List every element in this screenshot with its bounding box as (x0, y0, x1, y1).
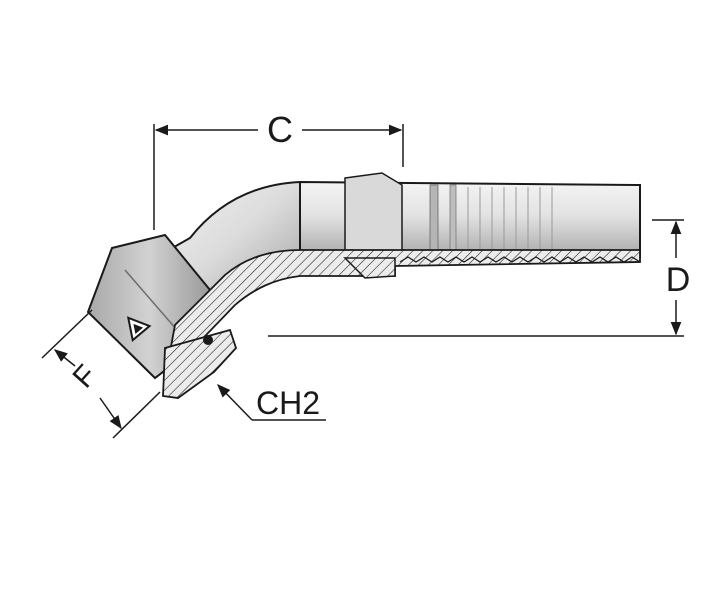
fitting-body (86, 172, 641, 380)
section-bore (169, 249, 641, 362)
label-d: D (666, 261, 691, 299)
section-nut (162, 328, 238, 399)
dimension-arrow-f-bottom (99, 397, 122, 430)
dimension-c: C (153, 109, 404, 230)
ring-groove (449, 184, 457, 258)
thread-teeth (399, 256, 641, 263)
leader-arrow-ch2 (217, 384, 253, 421)
o-ring (203, 335, 213, 345)
dimension-d: D (268, 219, 691, 337)
label-ch2: CH2 (256, 385, 320, 421)
collar (344, 172, 403, 259)
label-c: C (267, 109, 293, 150)
barb-ridges (467, 187, 553, 257)
callout-ch2: CH2 (217, 384, 326, 421)
dimension-arrow-f-top (53, 349, 76, 367)
extension-line-f-top (41, 309, 93, 359)
ring-groove (429, 184, 439, 258)
section-collar (343, 257, 396, 279)
triangle-logo-icon (126, 316, 152, 343)
extension-line-f-bottom (112, 391, 161, 439)
cross-section (162, 249, 641, 399)
